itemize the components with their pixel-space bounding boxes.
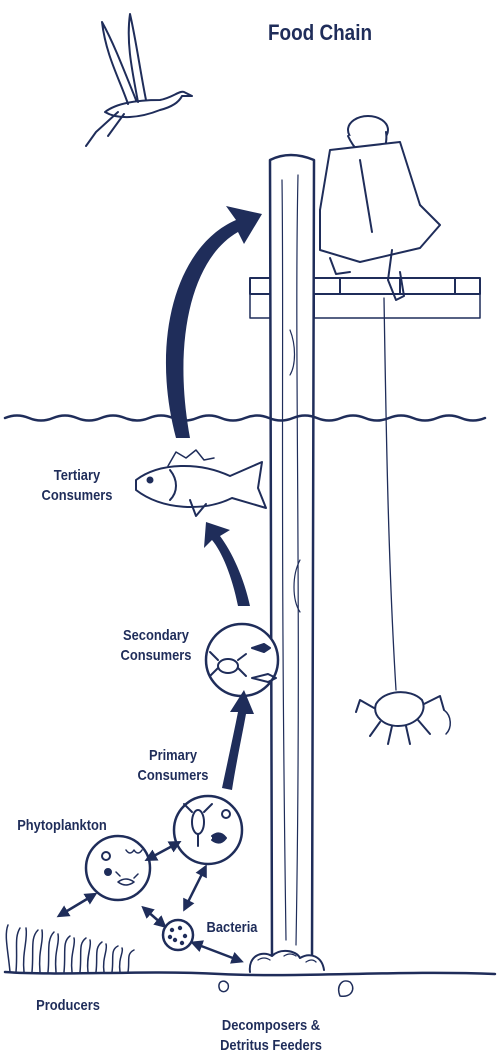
seagrass-icon [5, 924, 135, 973]
label-producers: Producers [36, 997, 100, 1014]
label-phytoplankton: Phytoplankton [17, 817, 107, 834]
plankton-icon [84, 834, 152, 902]
arrow-tertiary-to-human [165, 206, 262, 438]
arrow-secondary-to-tertiary [204, 522, 250, 606]
fishing-line [383, 297, 397, 691]
exchange-arrows [56, 841, 244, 964]
fish-icon [135, 449, 267, 517]
label-tertiary-consumers: Tertiary Consumers [41, 467, 113, 504]
secondary-consumers-circle [204, 622, 280, 698]
snail-icon [218, 980, 354, 997]
fisherman-icon [319, 115, 441, 301]
seafloor-line [3, 970, 497, 977]
diagram-title: Food Chain [267, 20, 373, 45]
label-secondary-consumers: Secondary Consumers [120, 627, 192, 664]
label-decomposers: Decomposers & Detritus Feeders [220, 1017, 322, 1054]
primary-consumers-circle [172, 794, 244, 866]
piling-post [268, 153, 316, 966]
heron-icon [85, 13, 193, 147]
water-surface [3, 414, 487, 422]
crab-icon [355, 691, 451, 745]
label-primary-consumers: Primary Consumers [137, 747, 209, 784]
oyster-icon [248, 950, 325, 973]
arrow-primary-to-secondary [222, 690, 254, 790]
bacteria-icon [161, 918, 195, 952]
label-bacteria: Bacteria [206, 919, 258, 936]
